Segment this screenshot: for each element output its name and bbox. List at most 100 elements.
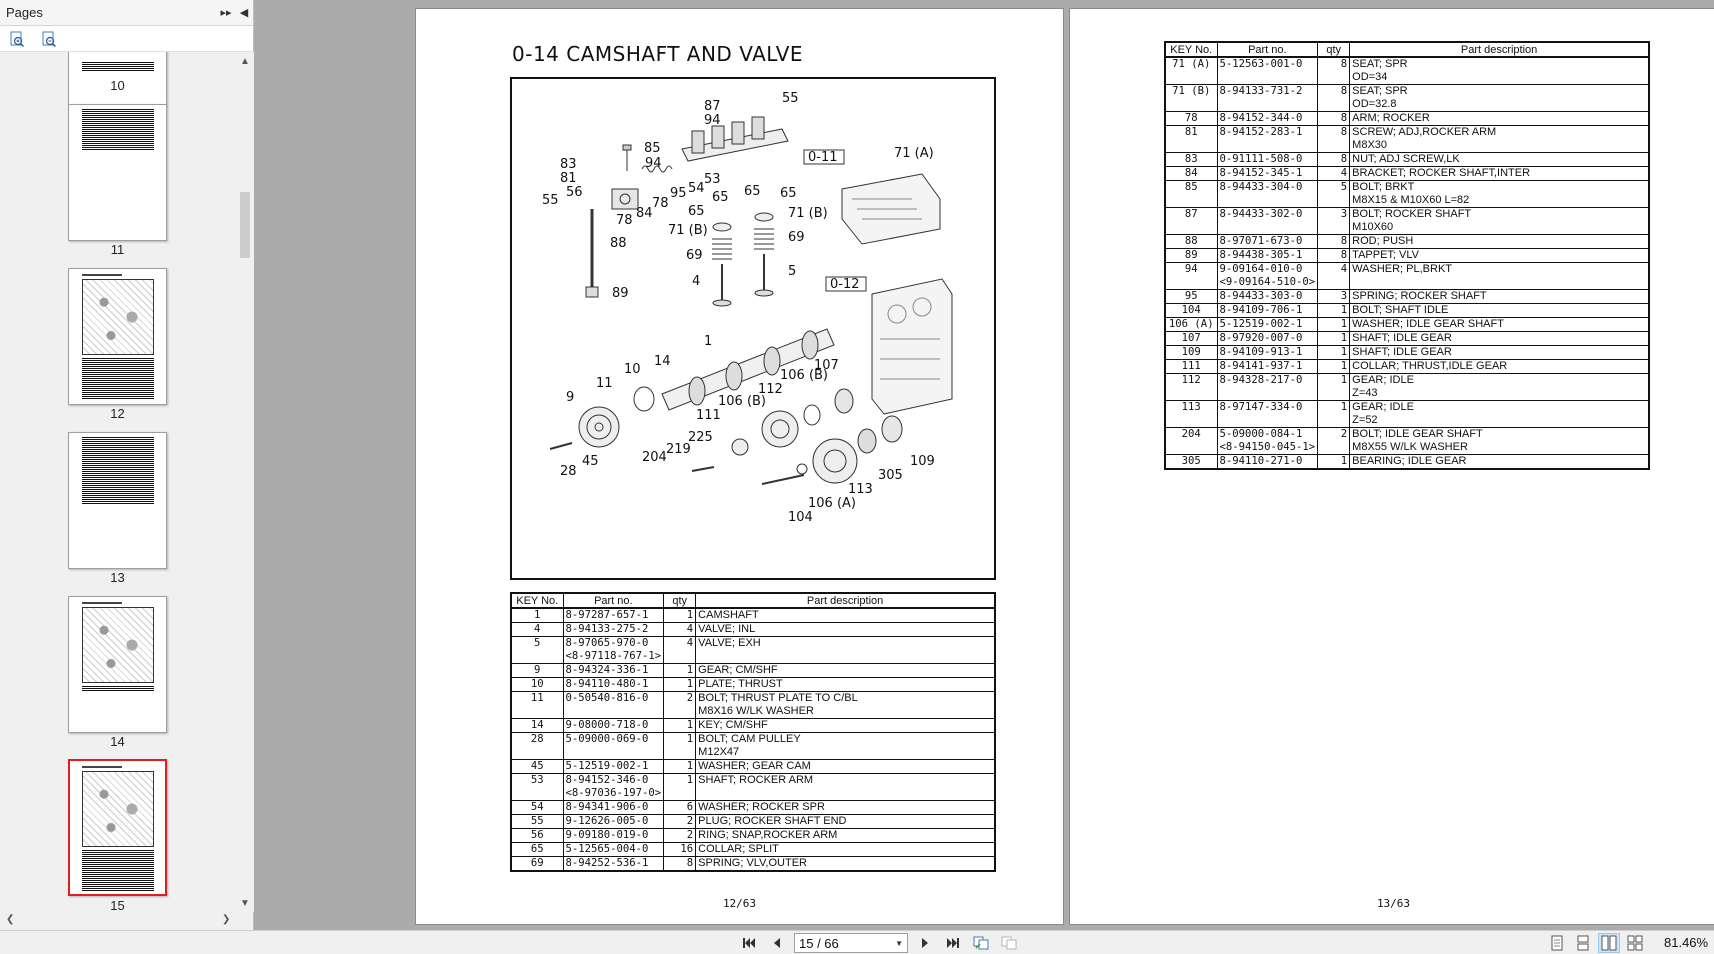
- page-thumbnail[interactable]: [68, 104, 167, 241]
- svg-text:89: 89: [612, 286, 629, 301]
- partno-cell-text: 5-09000-084-1: [1219, 428, 1303, 440]
- key-cell: 107: [1164, 331, 1218, 346]
- qty-cell: 2: [663, 814, 697, 829]
- key-cell: 9: [510, 663, 564, 678]
- partno-cell-text: 5-12519-002-1: [1219, 318, 1303, 330]
- description-cell-text: ARM; ROCKER: [1352, 112, 1430, 124]
- qty-cell-text: 8: [1340, 153, 1348, 165]
- svg-text:109: 109: [910, 454, 935, 469]
- thumbnail-horizontal-scrollbar[interactable]: ❮ ❯: [0, 912, 236, 930]
- enlarge-thumbnails-icon[interactable]: [8, 30, 26, 48]
- svg-text:0-11: 0-11: [808, 150, 838, 165]
- key-cell-text: 14: [530, 719, 544, 731]
- page-number: 13/63: [1376, 897, 1411, 910]
- partno-cell: 8-94152-344-0: [1216, 111, 1319, 126]
- next-page-icon[interactable]: [914, 933, 936, 953]
- continuous-facing-view-icon[interactable]: [1624, 933, 1646, 953]
- svg-text:14: 14: [654, 354, 671, 369]
- qty-cell: 4: [663, 622, 697, 637]
- thumbnail-label: 10: [110, 78, 125, 93]
- qty-cell-text: 1: [1340, 332, 1348, 344]
- page-thumbnail-selected[interactable]: [68, 759, 167, 896]
- key-cell: 54: [510, 800, 564, 815]
- partno-cell: 5-12519-002-1: [562, 759, 665, 774]
- qty-cell: 8: [1317, 84, 1351, 112]
- description-cell-text: BOLT; THRUST PLATE TO C/BL: [698, 692, 858, 704]
- partno-cell: 5-12519-002-1: [1216, 317, 1319, 332]
- key-cell: 28: [510, 732, 564, 760]
- description-cell: WASHER; GEAR CAM: [695, 759, 996, 774]
- qty-cell-text: 1: [1340, 401, 1348, 413]
- qty-cell: 8: [1317, 56, 1351, 85]
- page-thumbnail[interactable]: [68, 432, 167, 569]
- partno-cell: 5-09000-084-1<8-94150-045-1>: [1216, 427, 1319, 455]
- description-cell-text: RING; SNAP,ROCKER ARM: [698, 829, 838, 841]
- qty-cell-text: 8: [686, 857, 694, 869]
- thumbnail-label: 14: [110, 734, 125, 749]
- prev-page-icon[interactable]: [766, 933, 788, 953]
- description-cell-text: ROD; PUSH: [1352, 235, 1414, 247]
- col-header-qty: qty: [1317, 41, 1351, 58]
- description-cell-text: BOLT; SHAFT IDLE: [1352, 304, 1449, 316]
- key-cell-text: 88: [1184, 235, 1198, 247]
- partno-cell-text: 8-94252-536-1: [565, 857, 649, 869]
- partno-cell: 8-94341-906-0: [562, 800, 665, 815]
- key-cell: 88: [1164, 234, 1218, 249]
- qty-cell: 2: [663, 828, 697, 843]
- svg-text:71 (B): 71 (B): [668, 223, 708, 238]
- zoom-level[interactable]: 81.46%: [1664, 935, 1709, 950]
- qty-cell-text: 1: [1340, 360, 1348, 372]
- page-thumbnail[interactable]: [68, 596, 167, 733]
- svg-text:112: 112: [758, 382, 783, 397]
- continuous-view-icon[interactable]: [1572, 933, 1594, 953]
- expand-panel-icon[interactable]: ▸▸: [220, 7, 232, 19]
- description-cell: GEAR; CM/SHF: [695, 663, 996, 678]
- description-cell-extra: M10X60: [1352, 221, 1394, 233]
- last-page-icon[interactable]: [942, 933, 964, 953]
- description-cell: COLLAR; THRUST,IDLE GEAR: [1349, 359, 1650, 374]
- collapse-panel-icon[interactable]: ◀: [239, 7, 249, 19]
- qty-cell-text: 1: [686, 664, 694, 676]
- partno-cell: 8-94133-731-2: [1216, 84, 1319, 112]
- single-page-view-icon[interactable]: [1546, 933, 1568, 953]
- svg-text:55: 55: [782, 91, 799, 106]
- partno-cell: 8-94152-345-1: [1216, 166, 1319, 181]
- key-cell-text: 10: [530, 678, 544, 690]
- qty-cell-text: 1: [1340, 374, 1348, 386]
- key-cell: 69: [510, 856, 564, 872]
- thumbnail-vertical-scrollbar[interactable]: ▲ ▼: [236, 52, 254, 912]
- svg-text:106 (B): 106 (B): [780, 368, 828, 383]
- qty-cell-text: 4: [1340, 263, 1348, 275]
- scroll-down-icon[interactable]: ▼: [240, 898, 250, 909]
- svg-text:54: 54: [688, 181, 705, 196]
- description-cell-text: PLUG; ROCKER SHAFT END: [698, 815, 847, 827]
- scroll-left-icon[interactable]: ❮: [6, 914, 15, 925]
- description-cell: VALVE; INL: [695, 622, 996, 637]
- reduce-thumbnails-icon[interactable]: [40, 30, 58, 48]
- page-number-select[interactable]: 15 / 66 ▼: [794, 933, 908, 953]
- scrollbar-thumb[interactable]: [240, 192, 250, 258]
- partno-cell-text: 8-97147-334-0: [1219, 401, 1303, 413]
- description-cell-text: BOLT; IDLE GEAR SHAFT: [1352, 428, 1483, 440]
- scroll-up-icon[interactable]: ▲: [240, 56, 250, 67]
- facing-view-icon[interactable]: [1598, 933, 1620, 953]
- description-cell: VALVE; EXH: [695, 636, 996, 664]
- page-thumbnail[interactable]: [68, 268, 167, 405]
- next-view-icon[interactable]: [998, 933, 1020, 953]
- key-cell-text: 109: [1181, 346, 1201, 358]
- previous-view-icon[interactable]: [970, 933, 992, 953]
- first-page-icon[interactable]: [738, 933, 760, 953]
- svg-text:95: 95: [670, 186, 687, 201]
- scroll-right-icon[interactable]: ❯: [222, 914, 231, 925]
- navigation-toolbar: 15 / 66 ▼: [0, 930, 1714, 954]
- svg-text:85: 85: [644, 141, 661, 156]
- partno-cell-text: 8-94110-271-0: [1219, 455, 1303, 467]
- svg-text:78: 78: [652, 196, 669, 211]
- chevron-down-icon: ▼: [895, 938, 903, 948]
